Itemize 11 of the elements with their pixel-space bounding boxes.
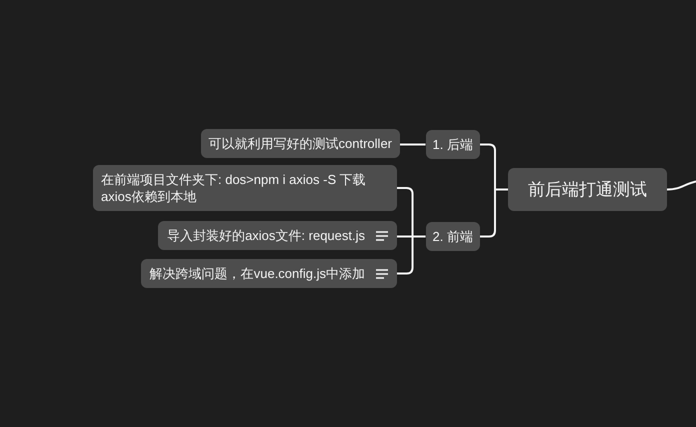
subtopic-box: 1. 后端 [426,130,480,159]
connector-line [400,144,426,146]
connector-line [666,180,696,190]
subtopic-box [158,221,397,250]
topic-box: 前后端打通测试 [508,168,667,211]
subtopic-box [140,259,397,288]
topic-text: 导入封装好的axios文件: request.js [167,227,365,244]
topic-text: 解决跨域问题，在vue.config.js中添加 [150,265,365,282]
subtopic-box: 可以就利用写好的测试controller [200,129,400,158]
subtopic-box: 2. 前端 [426,222,480,251]
subtopic-box: 在前端项目文件夹下: dos>npm i axios -S 下载 axios依赖到本地 [93,165,397,211]
